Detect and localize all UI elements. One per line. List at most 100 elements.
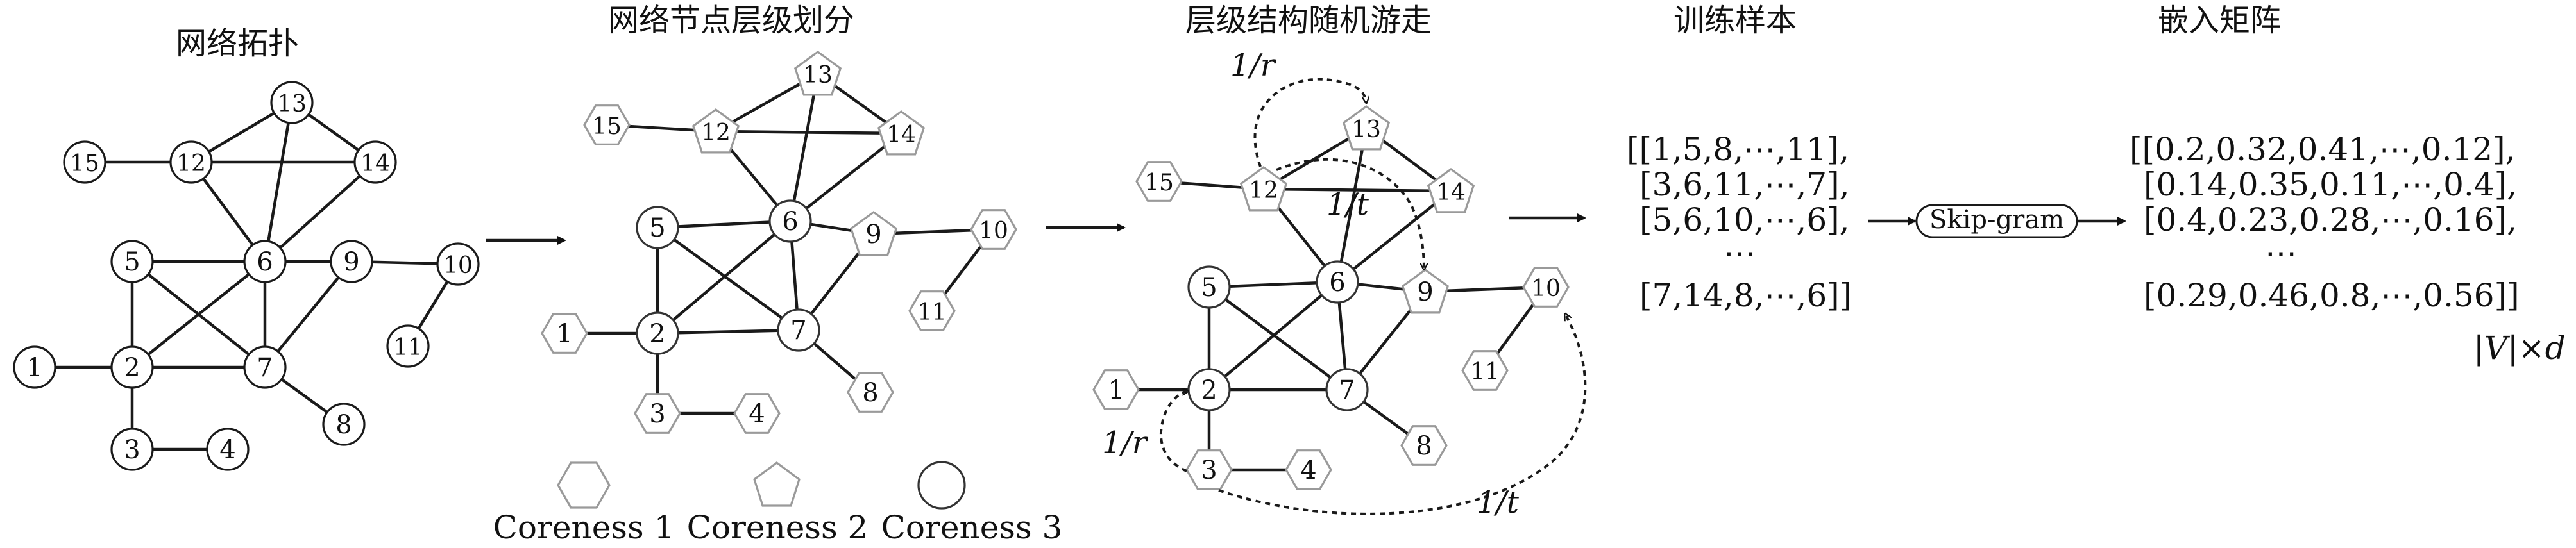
title-hierarchical-random-walk: 层级结构随机游走 bbox=[1185, 3, 1432, 38]
levels-node-8-hexagon bbox=[847, 372, 894, 413]
topology-node-14: 14 bbox=[353, 140, 397, 184]
walk-node-12-pentagon bbox=[1239, 166, 1288, 212]
walk-node-12-label: 12 bbox=[1249, 178, 1278, 204]
walk-node-5: 5 bbox=[1187, 265, 1231, 309]
levels-node-9-pentagon bbox=[849, 211, 898, 256]
walk-node-2: 2 bbox=[1187, 368, 1231, 411]
topology-node-7-circle bbox=[243, 345, 287, 389]
levels-edge-6-13 bbox=[788, 73, 820, 222]
legend-hexagon-icon bbox=[557, 461, 611, 509]
topology-node-13: 13 bbox=[270, 81, 314, 124]
levels-node-10-label: 10 bbox=[979, 218, 1008, 244]
levels-node-12-pentagon bbox=[691, 108, 740, 154]
embedding-dimension: |V|×d bbox=[2473, 329, 2566, 367]
sample-row-ellipsis: ⋯ bbox=[1724, 235, 1756, 272]
topology-node-8: 8 bbox=[322, 403, 366, 446]
topology-node-12-label: 12 bbox=[176, 151, 206, 177]
walk-node-6-circle bbox=[1316, 260, 1359, 304]
levels-edge-2-7 bbox=[657, 328, 799, 335]
title-node-level-division: 网络节点层级划分 bbox=[608, 3, 854, 38]
embedding-row-3: [0.4,0.23,0.28,⋯,0.16], bbox=[2144, 201, 2517, 238]
levels-node-4: 4 bbox=[733, 393, 781, 434]
walk-node-2-label: 2 bbox=[1201, 376, 1217, 405]
topology-node-6: 6 bbox=[243, 240, 287, 283]
walk-label-top-r: 1/r bbox=[1230, 47, 1277, 83]
embedding-matrix: [[0.2,0.32,0.41,⋯,0.12], [0.14,0.35,0.11… bbox=[2130, 131, 2566, 367]
levels-node-10: 10 bbox=[970, 209, 1017, 250]
levels-node-1-label: 1 bbox=[556, 319, 572, 349]
walk-node-4-label: 4 bbox=[1300, 456, 1316, 485]
levels-node-3: 3 bbox=[634, 393, 681, 434]
levels-node-12: 12 bbox=[691, 108, 740, 154]
levels-node-15-label: 15 bbox=[592, 113, 622, 140]
levels-node-15-hexagon bbox=[583, 104, 631, 145]
walk-node-3: 3 bbox=[1185, 449, 1233, 490]
topology-edge-6-13 bbox=[263, 102, 294, 262]
topology-node-2: 2 bbox=[110, 345, 154, 389]
walk-label-left-r: 1/r bbox=[1102, 425, 1149, 461]
embedding-row-ellipsis: ⋯ bbox=[2265, 235, 2297, 272]
walk-node-13: 13 bbox=[1342, 105, 1391, 151]
walk-node-4-hexagon bbox=[1285, 449, 1332, 490]
walk-edge-12-14 bbox=[1263, 187, 1452, 193]
topology-node-1-label: 1 bbox=[26, 353, 42, 383]
walk-node-8-label: 8 bbox=[1416, 431, 1432, 461]
walk-path-3-to-10 bbox=[1218, 314, 1587, 515]
topology-edge-7-9 bbox=[264, 260, 353, 369]
topology-node-13-label: 13 bbox=[277, 91, 307, 117]
embedding-row-2: [0.14,0.35,0.11,⋯,0.4], bbox=[2144, 166, 2517, 203]
topology-node-9-label: 9 bbox=[343, 247, 359, 277]
levels-node-10-hexagon bbox=[970, 209, 1017, 250]
topology-node-2-circle bbox=[110, 345, 154, 389]
walk-label-bottom-t: 1/t bbox=[1477, 485, 1520, 520]
walk-node-1-label: 1 bbox=[1108, 376, 1124, 405]
levels-node-1-hexagon bbox=[541, 313, 588, 354]
topology-node-11-label: 11 bbox=[393, 335, 423, 361]
levels-node-15: 15 bbox=[583, 104, 631, 145]
walk-node-9: 9 bbox=[1401, 269, 1450, 314]
levels-node-2-label: 2 bbox=[649, 319, 665, 349]
walk-node-15-label: 15 bbox=[1144, 170, 1174, 196]
topology-node-11: 11 bbox=[386, 324, 430, 368]
topology-node-10-label: 10 bbox=[443, 253, 473, 279]
topology-node-5: 5 bbox=[110, 240, 154, 283]
sample-row-3: [5,6,10,⋯,6], bbox=[1640, 201, 1850, 238]
levels-node-3-label: 3 bbox=[649, 399, 665, 429]
topology-node-5-label: 5 bbox=[124, 247, 140, 277]
topology-node-8-circle bbox=[322, 403, 366, 446]
topology-node-3-circle bbox=[110, 428, 154, 471]
walk-edge-5-7 bbox=[1208, 286, 1348, 391]
walk-node-7-label: 7 bbox=[1339, 376, 1355, 405]
topology-node-1-circle bbox=[13, 345, 56, 389]
walk-node-11-hexagon bbox=[1461, 350, 1509, 391]
levels-node-2-circle bbox=[636, 311, 679, 355]
topology-node-4: 4 bbox=[206, 428, 250, 471]
sample-row-2: [3,6,11,⋯,7], bbox=[1640, 166, 1850, 203]
walk-node-9-pentagon bbox=[1401, 269, 1450, 314]
levels-edge-6-14 bbox=[789, 132, 902, 222]
training-samples-matrix: [[1,5,8,⋯,11], [3,6,11,⋯,7], [5,6,10,⋯,6… bbox=[1627, 131, 1852, 314]
skipgram-label: Skip-gram bbox=[1929, 205, 2064, 235]
levels-node-11-hexagon bbox=[908, 290, 956, 331]
topology-node-14-label: 14 bbox=[360, 151, 390, 177]
walk-edge-6-14 bbox=[1336, 190, 1452, 283]
topology-node-12-circle bbox=[169, 140, 213, 184]
levels-node-14: 14 bbox=[877, 110, 926, 156]
topology-node-3: 3 bbox=[110, 428, 154, 471]
topology-node-10-circle bbox=[436, 242, 480, 286]
walk-node-15: 15 bbox=[1135, 161, 1183, 202]
legend-coreness-3: Coreness 3 bbox=[881, 509, 1063, 545]
topology-node-9: 9 bbox=[330, 240, 373, 283]
topology-node-15-circle bbox=[63, 140, 106, 184]
walk-node-7-circle bbox=[1325, 368, 1369, 411]
topology-node-9-circle bbox=[330, 240, 373, 283]
walk-node-10: 10 bbox=[1522, 267, 1570, 308]
walk-node-15-hexagon bbox=[1135, 161, 1183, 202]
levels-node-13-pentagon bbox=[793, 51, 842, 96]
levels-node-6: 6 bbox=[768, 199, 812, 243]
walk-node-8: 8 bbox=[1400, 425, 1448, 466]
levels-node-3-hexagon bbox=[634, 393, 681, 434]
